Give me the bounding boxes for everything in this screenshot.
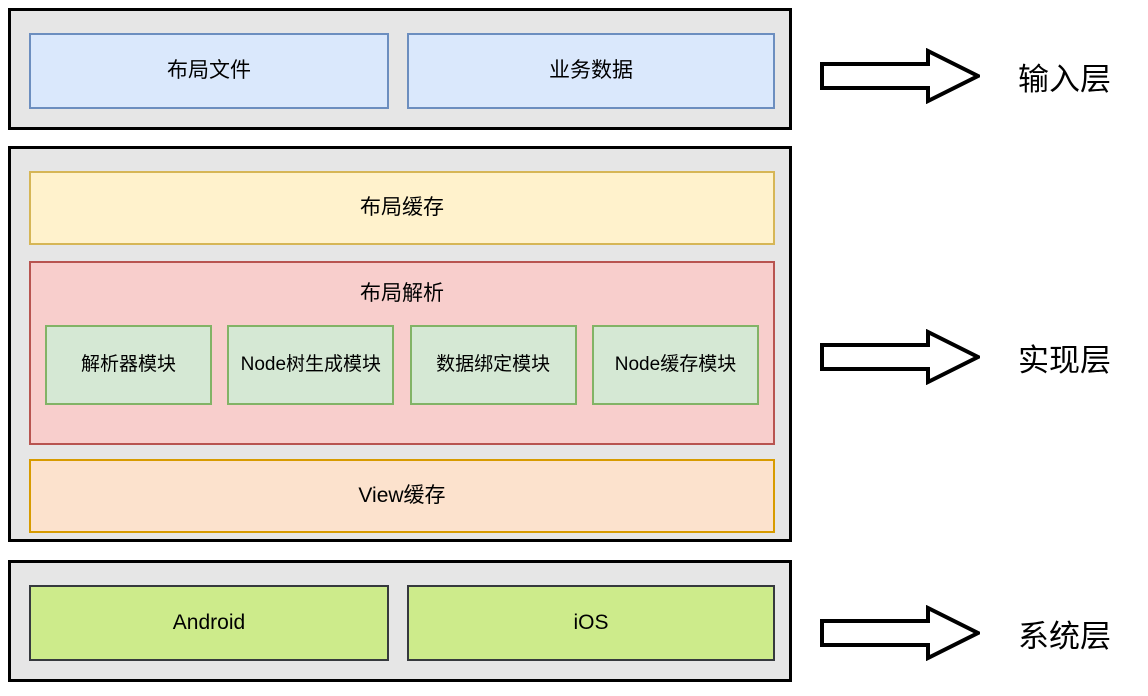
right-block-arrow-icon bbox=[820, 605, 980, 661]
legend-label-implementation: 实现层 bbox=[1018, 342, 1111, 378]
right-block-arrow-icon bbox=[820, 48, 980, 104]
node-data-binding-module[interactable]: 数据绑定模块 bbox=[409, 325, 577, 405]
right-block-arrow-icon bbox=[820, 329, 980, 385]
node-layout-file[interactable]: 布局文件 bbox=[29, 33, 389, 109]
legend-row-system: 系统层 bbox=[820, 605, 1111, 661]
parse-modules-row: 解析器模块 Node树生成模块 数据绑定模块 Node缓存模块 bbox=[45, 325, 759, 405]
node-view-cache[interactable]: View缓存 bbox=[29, 459, 775, 533]
layer-container-implementation: 布局缓存 布局解析 解析器模块 Node树生成模块 数据绑定模块 Node缓存模… bbox=[8, 146, 792, 542]
node-android[interactable]: Android bbox=[29, 585, 389, 661]
node-layout-cache[interactable]: 布局缓存 bbox=[29, 171, 775, 245]
legend-row-input: 输入层 bbox=[820, 48, 1111, 104]
node-parser-module[interactable]: 解析器模块 bbox=[45, 325, 212, 405]
node-layout-parse-group[interactable]: 布局解析 解析器模块 Node树生成模块 数据绑定模块 Node缓存模块 bbox=[29, 261, 775, 445]
node-business-data[interactable]: 业务数据 bbox=[407, 33, 775, 109]
architecture-diagram: 布局文件 业务数据 布局缓存 布局解析 解析器模块 Node树生成模块 数据绑定… bbox=[8, 8, 792, 688]
node-node-cache-module[interactable]: Node缓存模块 bbox=[591, 325, 759, 405]
node-layout-parse-title: 布局解析 bbox=[360, 282, 444, 305]
legend-row-implementation: 实现层 bbox=[820, 329, 1111, 385]
layer-container-system: Android iOS bbox=[8, 560, 792, 682]
layer-container-input: 布局文件 业务数据 bbox=[8, 8, 792, 130]
legend-label-system: 系统层 bbox=[1018, 618, 1111, 654]
legend-label-input: 输入层 bbox=[1018, 61, 1111, 97]
node-ios[interactable]: iOS bbox=[407, 585, 775, 661]
node-node-tree-module[interactable]: Node树生成模块 bbox=[227, 325, 395, 405]
